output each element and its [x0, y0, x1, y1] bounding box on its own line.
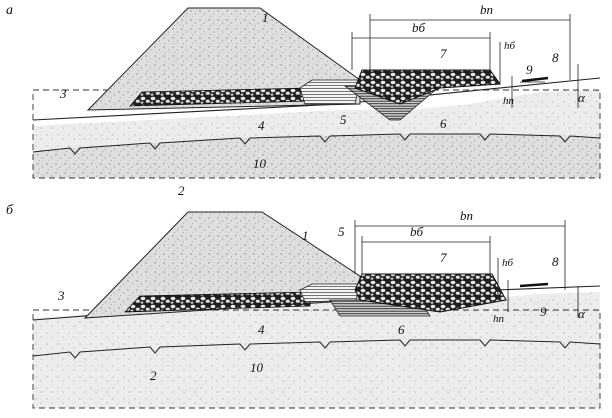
- panel-b-boundary-line: [32, 339, 601, 359]
- panel-b-dim-hn: hп: [493, 313, 505, 325]
- panel-b-arrow-8: [519, 282, 549, 288]
- panel-b-dimensions: [354, 220, 579, 318]
- panel-b-dim-bb: bб: [410, 224, 424, 239]
- panel-a-label-10: 10: [253, 156, 267, 171]
- panel-a-label-1: 1: [262, 10, 269, 25]
- panel-b-label-5: 5: [338, 224, 345, 239]
- panel-a-letter: a: [6, 3, 13, 18]
- panel-a-dim-alpha: α: [578, 90, 586, 105]
- panel-a-label-7: 7: [440, 46, 447, 61]
- panel-a-label-3: 3: [59, 86, 67, 101]
- panel-b-ground-upper: [33, 292, 600, 408]
- panel-b-frame: [32, 309, 601, 409]
- panel-a-ground-lower: [33, 134, 600, 178]
- panel-b-label-1: 1: [302, 228, 309, 243]
- panel-a-label-2: 2: [178, 183, 185, 198]
- panel-b-filter-layer: [299, 283, 361, 303]
- panel-a-dim-bp: bп: [480, 2, 493, 17]
- panel-b-label-8: 8: [552, 254, 559, 269]
- panel-a-label-5: 5: [340, 112, 347, 127]
- panel-b-label-4: 4: [258, 322, 265, 337]
- panel-b-dim-bp: bп: [460, 208, 473, 223]
- panel-a-label-8: 8: [552, 50, 559, 65]
- panel-a-dim-hb: hб: [504, 40, 516, 52]
- panel-a-dim-bb: bб: [412, 20, 426, 35]
- panel-b-label-2: 2: [150, 368, 157, 383]
- panel-b-label-10: 10: [250, 360, 264, 375]
- panel-b-letter: б: [6, 203, 14, 218]
- panel-a-boundary-line: [32, 133, 601, 155]
- panel-b-label-6: 6: [398, 322, 405, 337]
- panel-b: б bп bб hб hп α 1 2 3 4 5 6: [6, 203, 601, 409]
- panel-a-label-6: 6: [440, 116, 447, 131]
- panel-a-dimensions: [351, 14, 579, 108]
- panel-b-dim-alpha: α: [578, 306, 586, 321]
- panel-a-dike-body: [86, 7, 361, 111]
- panel-a-filter-layer: [299, 79, 361, 105]
- panel-a-arrow-8: [521, 76, 549, 83]
- panel-b-label-9: 9: [540, 304, 547, 319]
- panel-a-label-4: 4: [258, 118, 265, 133]
- panel-b-dike-body: [83, 211, 361, 319]
- panel-a-dim-hn: hп: [503, 95, 515, 107]
- panel-a: a bп: [6, 2, 601, 198]
- panel-a-label-9: 9: [526, 62, 533, 77]
- panel-b-dim-hb: hб: [502, 257, 514, 269]
- panel-b-label-7: 7: [440, 250, 447, 265]
- panel-b-label-3: 3: [57, 288, 65, 303]
